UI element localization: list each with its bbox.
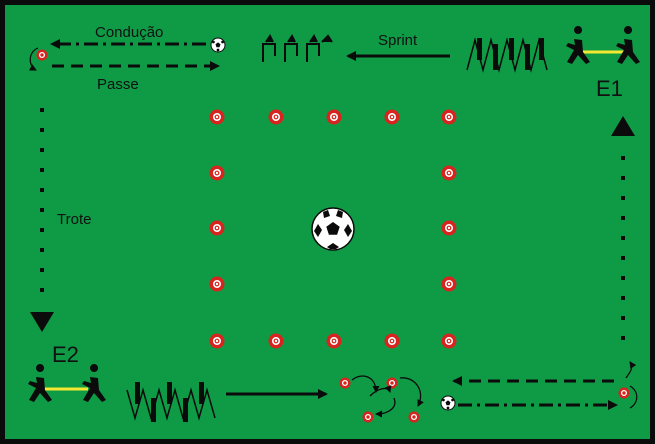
slalom-poles-icon bbox=[466, 37, 548, 73]
soccer-ball-icon bbox=[210, 37, 226, 53]
agility-arrow bbox=[375, 397, 396, 418]
return-pass-loop bbox=[440, 361, 638, 411]
cone-marker-icon bbox=[383, 108, 401, 126]
cone-marker-icon bbox=[208, 108, 226, 126]
station-2-label: E2 bbox=[52, 342, 79, 367]
sprint-label: Sprint bbox=[378, 32, 418, 49]
cone-marker-icon bbox=[440, 108, 458, 126]
cone-marker-icon bbox=[208, 275, 226, 293]
cone-marker-icon bbox=[325, 332, 343, 350]
cone-marker-icon bbox=[208, 219, 226, 237]
pass-loop: Condução Passe bbox=[29, 24, 226, 93]
cone-marker-icon bbox=[267, 332, 285, 350]
cone-marker-icon bbox=[440, 219, 458, 237]
cone-marker-icon bbox=[440, 275, 458, 293]
cone-marker-icon bbox=[407, 410, 421, 424]
mini-hurdle-icon bbox=[262, 34, 333, 62]
down-arrow bbox=[30, 312, 54, 332]
player-pair-e1: E1 bbox=[566, 26, 640, 101]
cone-marker-icon bbox=[440, 332, 458, 350]
cone-marker-icon bbox=[361, 410, 375, 424]
cone-marker-icon bbox=[617, 386, 631, 400]
cone-marker-icon bbox=[440, 164, 458, 182]
curve-arrow bbox=[29, 47, 39, 71]
agility-arrow bbox=[351, 375, 380, 393]
slalom-poles-icon bbox=[126, 382, 216, 422]
curve-arrow bbox=[625, 361, 637, 379]
player-pair-e2: E2 bbox=[28, 342, 106, 402]
agility-arrow bbox=[369, 385, 392, 397]
cone-marker-icon bbox=[35, 48, 49, 62]
cone-marker-icon bbox=[338, 376, 352, 390]
cone-marker-icon bbox=[325, 108, 343, 126]
agility-arrow bbox=[399, 377, 424, 407]
up-arrow bbox=[611, 116, 635, 136]
station-1-label: E1 bbox=[596, 76, 623, 101]
jog-label: Trote bbox=[57, 211, 91, 228]
cone-marker-icon bbox=[208, 164, 226, 182]
pass-label: Passe bbox=[97, 76, 139, 93]
dribble-label: Condução bbox=[95, 24, 163, 41]
soccer-ball-icon bbox=[440, 395, 456, 411]
cone-marker-icon bbox=[208, 332, 226, 350]
cone-marker-icon bbox=[385, 376, 399, 390]
agility-cones bbox=[338, 375, 424, 424]
cone-marker-icon bbox=[383, 332, 401, 350]
soccer-ball-icon bbox=[311, 207, 355, 251]
curve-arrow bbox=[629, 385, 638, 409]
cone-marker-icon bbox=[267, 108, 285, 126]
